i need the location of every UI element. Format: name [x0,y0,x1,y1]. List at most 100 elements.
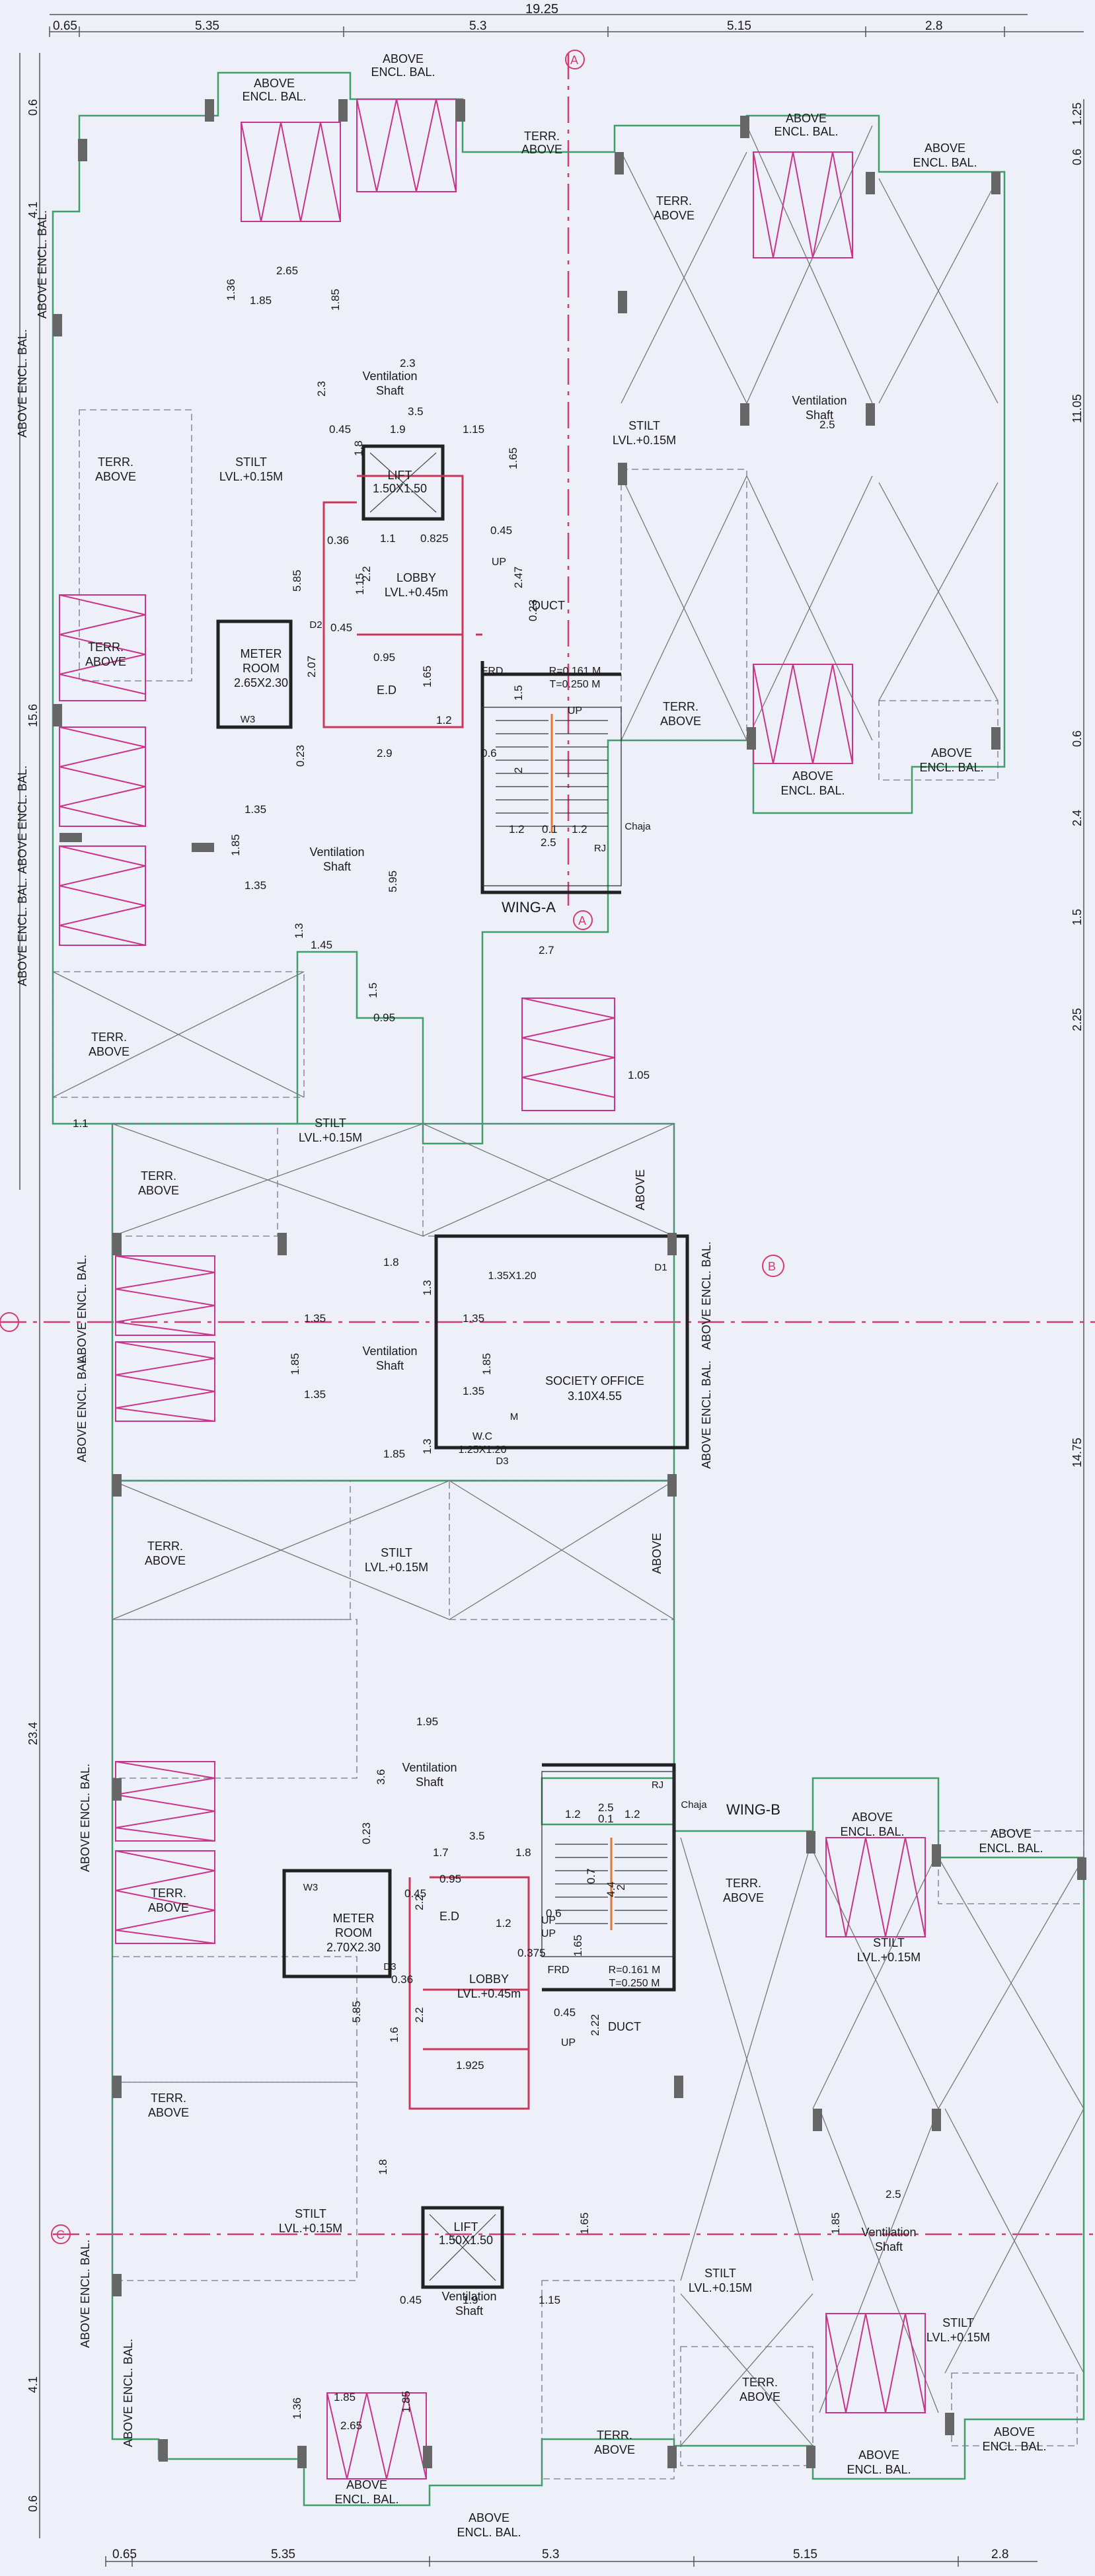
label-lobby-lvl: LVL.+0.45m [457,1987,521,2000]
label-stilt: STILT [315,1116,346,1130]
label-lobby: LOBBY [396,571,436,584]
svg-text:0.23: 0.23 [527,600,539,621]
label-terr-above: ABOVE [148,2106,189,2119]
dims-middle: 1.8 1.3 1.35 1.35 1.85 1.85 1.35 1.35 1.… [289,1256,493,1728]
dim-top-5: 2.8 [925,19,942,33]
label-terr-above-rot: ABOVE [634,1169,647,1210]
svg-text:0.45: 0.45 [329,423,351,436]
label-stilt: STILT [235,455,267,469]
dim-top-4: 5.15 [727,19,751,33]
dim-bottom-4: 5.15 [793,2548,817,2561]
label-frd: FRD [548,1965,570,1976]
dim-left-5: 4.1 [26,2376,40,2393]
svg-text:1.8: 1.8 [352,440,365,456]
label-d3: D3 [383,1961,396,1972]
svg-text:0.825: 0.825 [420,532,449,545]
svg-text:0.95: 0.95 [439,1873,461,1885]
label-stilt-lvl: LVL.+0.15M [689,2281,752,2294]
dim-right-5: 2.4 [1071,810,1084,826]
svg-text:1.85: 1.85 [289,1353,301,1375]
label-above-encl-bal-rot: ABOVE ENCL. BAL. [16,765,29,874]
label-above-encl-bal-rot: ABOVE ENCL. BAL. [79,2240,92,2348]
svg-text:1.3: 1.3 [293,923,305,939]
svg-text:0.375: 0.375 [517,1947,546,1959]
room-labels: ABOVE ENCL. BAL. ABOVE ENCL. BAL. ABOVE … [16,52,1047,2539]
svg-text:1.35: 1.35 [463,1312,484,1325]
label-lift: LIFT [453,2220,478,2234]
label-terr: TERR. [656,194,692,208]
svg-text:1.2: 1.2 [572,823,587,836]
label-stilt-lvl: LVL.+0.15M [279,2222,342,2235]
label-w3: W3 [241,714,256,725]
svg-text:1.9: 1.9 [390,423,406,436]
svg-text:1.6: 1.6 [388,2027,400,2043]
label-terr-above: ABOVE [594,2443,635,2456]
label-above-encl-bal-rot: ABOVE ENCL. BAL. [700,1241,713,1350]
label-terr-above: ABOVE [654,209,695,222]
label-w3: W3 [303,1882,319,1893]
label-stilt-lvl: LVL.+0.15M [857,1951,921,1964]
label-up: UP [492,557,506,568]
svg-text:1.85: 1.85 [400,2391,412,2413]
label-vent: Ventilation [362,1345,417,1358]
label-vent: Ventilation [402,1761,457,1774]
svg-text:2.5: 2.5 [886,2188,901,2201]
label-terr: TERR. [88,641,124,654]
svg-text:A: A [570,54,578,67]
svg-text:1.35: 1.35 [463,1385,484,1397]
grid-marker-c: C [51,2224,71,2244]
label-terr: TERR. [151,1887,186,1900]
label-wc-size: 1.25X1.20 [459,1444,507,1456]
dim-right-1: 0.6 [1071,149,1084,165]
svg-text:2.2: 2.2 [413,2007,426,2023]
svg-text:1.2: 1.2 [436,714,452,726]
label-above-encl-bal: ABOVE [469,2511,510,2524]
svg-text:3.5: 3.5 [469,1830,485,1842]
svg-text:B: B [768,1260,776,1273]
label-vent-shaft: Shaft [376,1359,404,1372]
label-vent-shaft: Shaft [875,2240,903,2253]
svg-text:1.3: 1.3 [421,1438,434,1454]
label-rj: RJ [594,843,606,854]
svg-text:3.5: 3.5 [408,405,424,418]
label-vent-shaft: Shaft [806,409,833,422]
top-dimensions [49,14,1084,37]
svg-text:1.45: 1.45 [311,939,332,951]
dim-left-2: 4.1 [26,202,40,218]
svg-text:5.85: 5.85 [291,570,303,592]
label-lift-size: 1.50X1.50 [439,2234,493,2247]
label-d3: D3 [496,1456,508,1467]
svg-text:2.5: 2.5 [819,418,835,431]
label-terr-above: ABOVE [148,1901,189,1914]
label-room: ROOM [243,662,280,675]
label-terr-above: ABOVE [138,1184,179,1197]
dims-wing-a: 2.65 1.85 1.36 1.85 2.3 2.3 3.5 0.45 1.9… [73,264,835,1130]
label-above-encl-bal: ABOVE [931,746,972,760]
label-chaja: Chaja [681,1799,707,1811]
svg-text:0.7: 0.7 [585,1868,597,1884]
svg-text:0.6: 0.6 [481,747,497,760]
label-encl-bal: ENCL. BAL. [913,156,977,169]
label-terr: TERR. [597,2429,632,2442]
stair-a [482,707,622,886]
dim-left-4: 23.4 [26,1722,40,1745]
svg-text:1.65: 1.65 [572,1935,584,1957]
label-vent-shaft: Shaft [376,384,404,397]
label-ed: E.D [439,1910,459,1923]
label-terr: TERR. [98,455,133,469]
label-above-encl-bal: ABOVE [858,2448,899,2462]
svg-text:1.8: 1.8 [515,1846,531,1859]
bottom-dimensions [105,2556,1038,2567]
label-m: M [510,1411,519,1423]
label-above-encl-bal-rot: ABOVE ENCL. BAL. [700,1360,713,1469]
svg-text:1.1: 1.1 [73,1117,89,1130]
svg-text:3.6: 3.6 [375,1769,387,1785]
label-above-encl-bal: ABOVE [346,2478,387,2491]
label-tread: T=0.250 M [550,679,601,690]
label-above-encl-bal: ABOVE [786,112,827,125]
svg-text:2: 2 [512,767,525,773]
label-terr-above: ABOVE [95,470,136,483]
label-stilt: STILT [942,2316,974,2329]
svg-text:1.65: 1.65 [507,448,519,469]
